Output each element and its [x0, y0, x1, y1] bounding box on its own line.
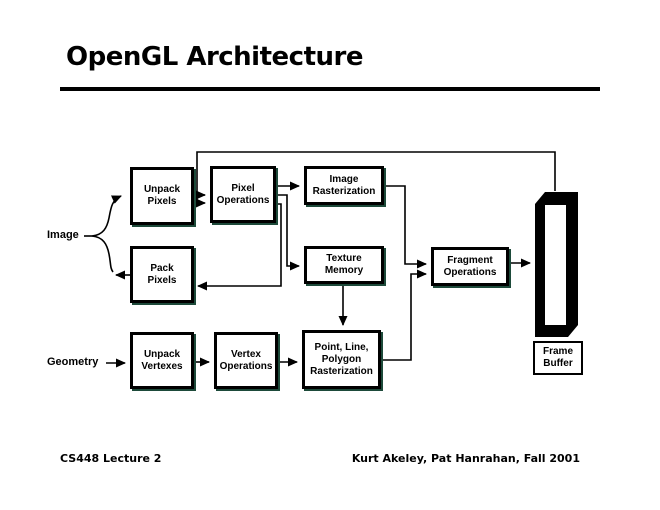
node-unpack-pixels: Unpack Pixels [130, 167, 194, 225]
arrow-framebuffer-feedback-to-pixel-ops [196, 151, 556, 208]
frame-buffer-slab [535, 192, 578, 337]
node-texture-memory: Texture Memory [304, 246, 384, 284]
node-pixel-operations: Pixel Operations [210, 166, 276, 223]
arrow-pixel-ops-to-pack-pixels [197, 203, 282, 291]
title-underline [60, 87, 600, 91]
footer-course: CS448 Lecture 2 [60, 452, 162, 465]
arrow-pixel-ops-to-texture-memory [276, 194, 300, 271]
node-unpack-vertexes: Unpack Vertexes [130, 332, 194, 389]
node-vertex-operations: Vertex Operations [214, 332, 278, 389]
node-fragment-operations: Fragment Operations [431, 247, 509, 286]
node-pack-pixels: Pack Pixels [130, 246, 194, 303]
arrow-image-rast-to-fragment-ops [384, 185, 427, 269]
node-frame-buffer-label: Frame Buffer [533, 341, 583, 375]
arrow-plp-rast-to-fragment-ops [381, 269, 427, 361]
node-image-rasterization: Image Rasterization [304, 166, 384, 205]
label-geometry: Geometry [47, 356, 99, 368]
page-title: OpenGL Architecture [66, 42, 363, 72]
arrow-image-to-unpack-pixels [91, 195, 122, 237]
image-brace-lower-curve [91, 235, 114, 273]
label-image: Image [47, 229, 79, 241]
footer-authors: Kurt Akeley, Pat Hanrahan, Fall 2001 [351, 452, 580, 465]
node-plp-rasterization: Point, Line, Polygon Rasterization [302, 330, 381, 389]
